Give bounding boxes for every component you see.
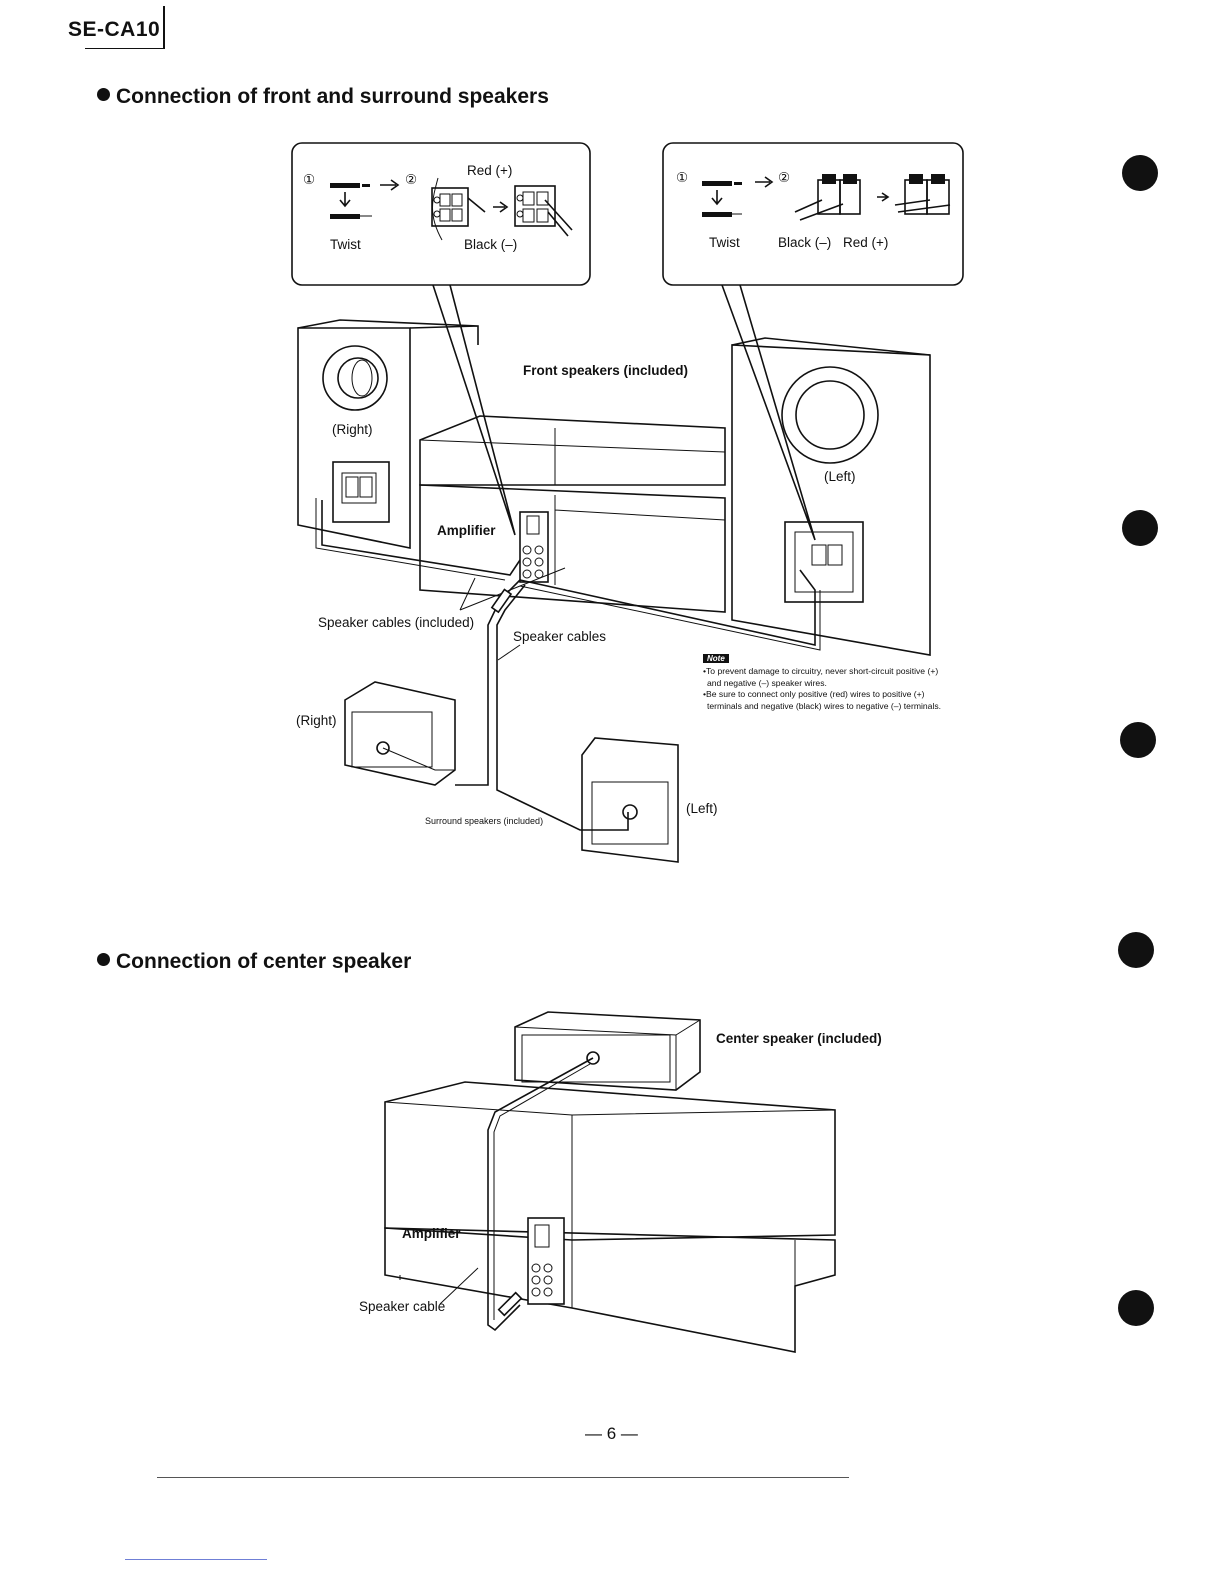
punch-hole-icon [1122,155,1158,191]
footer-link-rule [125,1559,267,1560]
label-surround-speakers: Surround speakers (included) [425,816,544,826]
label-pointer [439,1267,479,1305]
label-front-speakers: Front speakers (included) [523,363,689,378]
note-line: •To prevent damage to circuitry, never s… [703,666,939,676]
wire-strip-icon [330,183,360,188]
front-surround-wiring-diagram [291,142,964,863]
amplifier-unit [419,484,726,613]
header-divider [163,6,165,48]
section-heading-front-surround: Connection of front and surround speaker… [97,85,549,109]
label-speaker-cables: Speaker cables [513,629,607,644]
wire-twisted-icon [330,214,360,219]
bullet-dot-icon [97,88,110,101]
woofer-icon [322,345,388,411]
label-amplifier: Amplifier [437,523,496,538]
speaker-cable-left-surround [496,584,629,831]
label-right-surround: (Right) [296,713,337,728]
callout-step-2: ② [778,170,791,185]
note-block: Note •To prevent damage to circuitry, ne… [703,648,973,712]
note-line: •Be sure to connect only positive (red) … [703,689,925,699]
speaker-cable-center [487,1057,594,1332]
left-callout-pointer [432,284,516,536]
callout-label-red: Red (+) [467,163,513,178]
speaker-terminal-plate [332,461,390,523]
arrow-right-icon [755,176,774,188]
callout-label-black: Black (–) [778,235,832,250]
arrow-down-icon [339,192,351,208]
punch-hole-icon [1120,722,1156,758]
label-left-front: (Left) [824,469,856,484]
callout-label-red: Red (+) [843,235,889,250]
terminal-block-icon [514,185,556,227]
speaker-cable-left-front [519,569,816,646]
woofer-icon [781,366,879,464]
label-pointer [459,567,566,611]
callout-label-twist: Twist [709,235,740,250]
arrow-right-icon [380,179,400,191]
left-callout-box [291,142,591,286]
amplifier-unit [384,1227,836,1353]
header-underline [85,48,165,49]
arrow-right-icon [493,201,509,213]
punch-hole-icon [1118,932,1154,968]
label-right-front: (Right) [332,422,373,437]
callout-step-2: ② [405,172,418,187]
front-left-speaker [731,344,931,656]
label-speaker-cable: Speaker cable [359,1299,446,1314]
callout-step-1: ① [303,172,316,187]
callout-step-1: ① [676,170,689,185]
section-heading-center: Connection of center speaker [97,950,411,974]
upper-unit [419,415,726,486]
punch-hole-icon [1118,1290,1154,1326]
label-left-surround: (Left) [686,801,718,816]
bullet-dot-icon [97,953,110,966]
model-number: SE-CA10 [68,18,161,41]
speaker-terminal-plate [784,521,864,603]
note-badge: Note [703,654,729,663]
speaker-cable-right-front [321,500,521,576]
footer-rule [157,1477,849,1478]
upper-unit [384,1081,836,1241]
right-callout-box [662,142,964,286]
wire-strip-icon [702,181,732,186]
callout-label-twist: Twist [330,237,361,252]
callout-label-black: Black (–) [464,237,518,252]
amplifier-back-panel [527,1217,565,1305]
center-speaker-wiring-diagram [384,1011,836,1353]
label-speaker-cables-included: Speaker cables (included) [318,615,475,630]
arrow-right-icon [877,192,890,202]
page-number: — 6 — [585,1424,638,1443]
label-pointer [497,644,521,661]
right-callout-pointer [721,284,816,541]
wire-twisted-icon [702,212,732,217]
note-line: and negative (–) speaker wires. [707,677,827,688]
label-amplifier: Amplifier [402,1226,461,1241]
speaker-cable-right-surround [455,579,521,786]
terminal-block-icon [431,187,469,227]
arrow-down-icon [711,190,723,206]
center-speaker [514,1011,701,1091]
punch-hole-icon [1122,510,1158,546]
surround-left-speaker [581,737,679,863]
note-line: terminals and negative (black) wires to … [707,700,942,711]
label-center-speaker: Center speaker (included) [716,1031,882,1046]
front-right-speaker [297,327,411,549]
